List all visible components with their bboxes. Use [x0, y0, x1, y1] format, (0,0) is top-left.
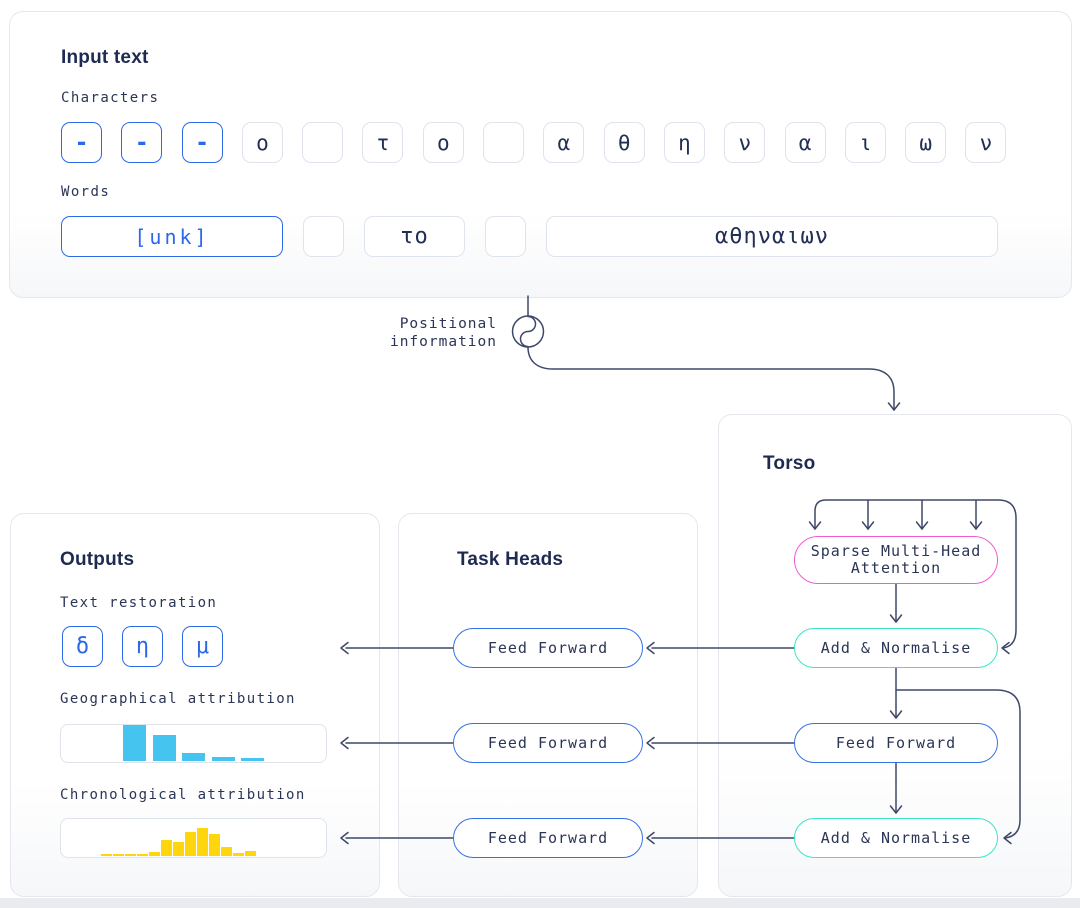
words-label: Words [61, 184, 111, 200]
histogram-bar [101, 854, 112, 856]
histogram-bar [185, 832, 196, 856]
histogram-bar [113, 854, 124, 856]
sine-wave-icon [519, 315, 537, 348]
restored-letter-box: δ [62, 626, 103, 667]
positional-to-torso-line [527, 346, 895, 411]
positional-encoding-icon [511, 315, 545, 348]
word-token-row: [unk] το αθηναιων [61, 216, 998, 257]
character-box: α [784, 122, 826, 163]
torso-title: Torso [763, 453, 816, 474]
restored-letter-box: μ [182, 626, 223, 667]
character-box-missing: - [181, 122, 223, 163]
arrowhead-down [887, 402, 901, 411]
character-box: ν [965, 122, 1007, 163]
task-heads-title: Task Heads [457, 549, 564, 570]
histogram-bar [173, 842, 184, 856]
task-head-feed-forward-2: Feed Forward [453, 723, 643, 763]
histogram-bar [123, 725, 146, 761]
add-normalise-block-2: Add & Normalise [794, 818, 998, 858]
histogram-bar [182, 753, 205, 761]
feed-forward-block: Feed Forward [794, 723, 998, 763]
add-normalise-block-1: Add & Normalise [794, 628, 998, 668]
character-box-missing: - [121, 122, 163, 163]
chronological-attribution-label: Chronological attribution [60, 787, 306, 803]
geographical-attribution-label: Geographical attribution [60, 691, 296, 707]
histogram-bar [233, 853, 244, 856]
positional-information-label: Positional information [317, 316, 497, 351]
histogram-bar [149, 852, 160, 856]
histogram-bar [197, 828, 208, 856]
word-box-blank [485, 216, 526, 257]
positional-label-line2: information [389, 333, 497, 350]
histogram-bar [125, 854, 136, 856]
histogram-bar [245, 851, 256, 856]
geographical-attribution-chart [60, 724, 327, 763]
task-head-feed-forward-1: Feed Forward [453, 628, 643, 668]
task-head-feed-forward-3: Feed Forward [453, 818, 643, 858]
histogram-bar [241, 758, 264, 761]
page-bottom-strip [0, 898, 1080, 908]
character-box: ο [241, 122, 283, 163]
character-box: α [543, 122, 585, 163]
input-panel-title: Input text [61, 47, 149, 68]
character-box-blank [302, 122, 344, 163]
character-box: θ [603, 122, 645, 163]
text-restoration-label: Text restoration [60, 595, 218, 611]
histogram-bar [211, 757, 235, 761]
character-box-missing: - [61, 122, 102, 163]
word-box-unknown: [unk] [61, 216, 283, 257]
character-box: ι [844, 122, 886, 163]
sparse-multi-head-attention-block: Sparse Multi-Head Attention [794, 536, 998, 584]
character-box: ω [905, 122, 947, 163]
histogram-bar [161, 840, 172, 856]
character-box: ο [422, 122, 464, 163]
character-box-blank [483, 122, 525, 163]
positional-label-line1: Positional [399, 316, 497, 332]
outputs-title: Outputs [60, 549, 135, 570]
restored-letter-box: η [122, 626, 163, 667]
characters-label: Characters [61, 90, 160, 106]
histogram-bar [209, 834, 220, 856]
word-box-blank [303, 216, 344, 257]
histogram-bar [152, 735, 176, 761]
chronological-attribution-chart [60, 818, 327, 858]
histogram-bar [221, 847, 232, 856]
character-box: τ [362, 122, 404, 163]
word-box: αθηναιων [546, 216, 998, 257]
histogram-bar [137, 854, 148, 856]
character-box: ν [724, 122, 766, 163]
character-box: η [663, 122, 705, 163]
word-box: το [364, 216, 465, 257]
